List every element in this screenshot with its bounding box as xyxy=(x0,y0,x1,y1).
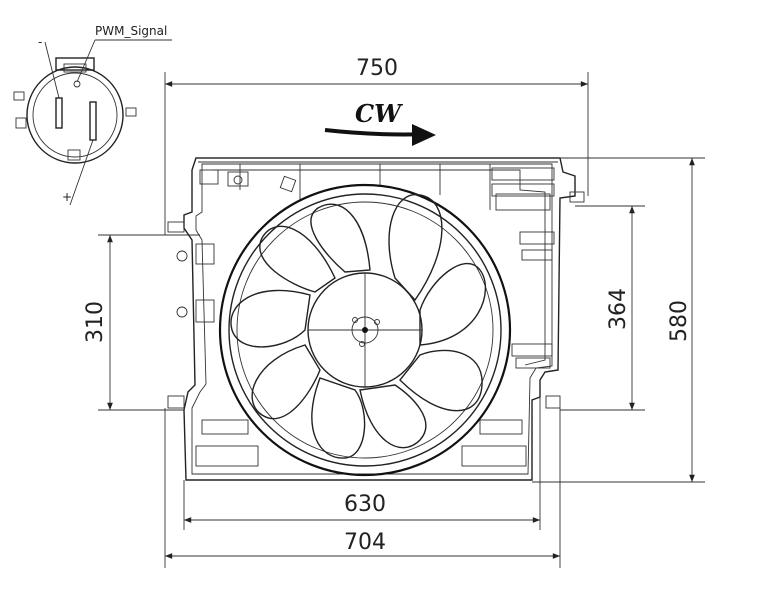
minus-label: - xyxy=(38,35,42,49)
fan-outer-ring xyxy=(218,183,512,477)
dim-bottom-outer-width: 704 xyxy=(344,530,386,555)
plus-label: + xyxy=(62,190,72,204)
fan-blades xyxy=(230,194,487,459)
rotation-arrow-head xyxy=(412,124,436,146)
dim-bottom-inner-width: 630 xyxy=(344,492,386,517)
fan-inner-ring xyxy=(228,193,502,467)
shroud-frame xyxy=(167,157,585,481)
dim-right-inner-height: 364 xyxy=(606,288,631,330)
pwm-signal-label: PWM_Signal xyxy=(95,24,167,38)
dim-top-width: 750 xyxy=(356,56,398,81)
rotation-label: CW xyxy=(355,99,403,128)
dim-left-height: 310 xyxy=(83,301,108,343)
dim-right-outer-height: 580 xyxy=(667,300,692,342)
fan-assembly xyxy=(218,183,512,477)
connector-detail xyxy=(13,39,172,206)
dimension-lines xyxy=(98,72,705,568)
fan-blade-tip-ring xyxy=(236,201,494,459)
